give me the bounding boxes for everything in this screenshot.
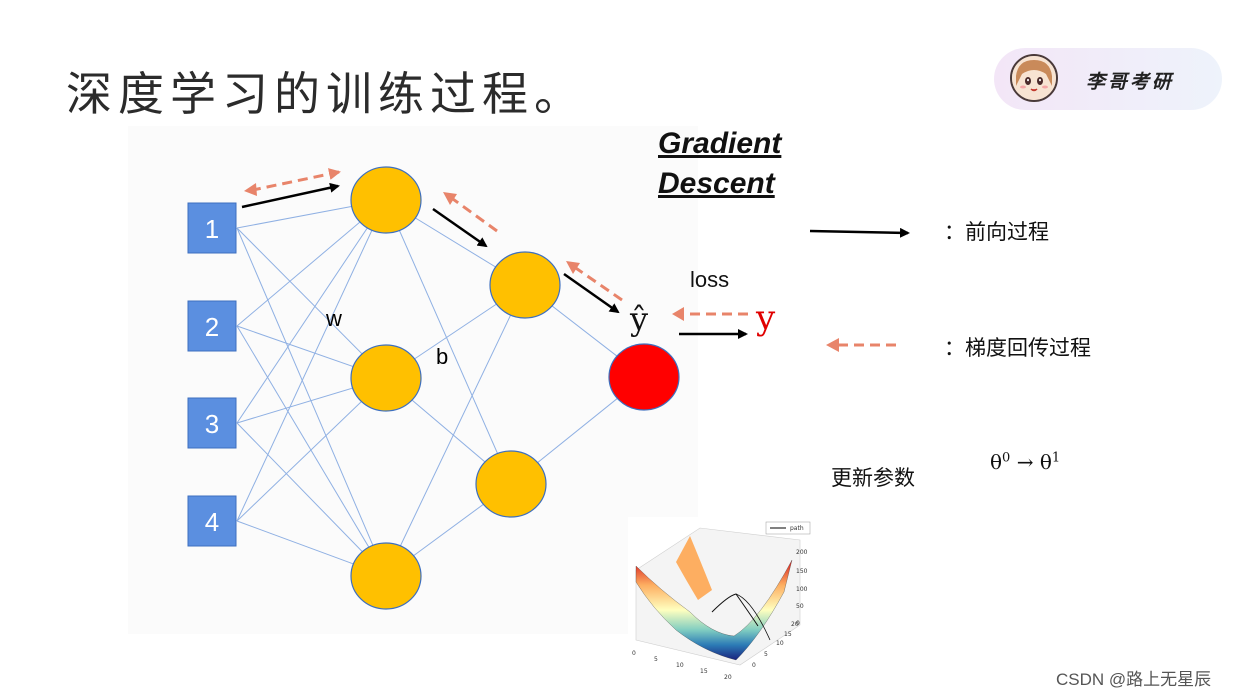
hidden-layer-1 [350, 166, 422, 610]
hidden-node [489, 251, 561, 319]
hidden-node [350, 344, 422, 412]
input-node [187, 397, 237, 449]
input-node-label: 4 [205, 507, 219, 537]
hidden-node [475, 450, 547, 518]
input-node-label: 1 [205, 214, 219, 244]
plot-x-tick: 15 [700, 668, 708, 675]
theta-update-formula: θ0 → θ1 [990, 450, 1061, 474]
update-params-label: 更新参数 [831, 466, 915, 490]
plot-x-tick: 20 [724, 674, 732, 681]
backward-arrows [247, 168, 748, 316]
forward-arrows [241, 182, 748, 339]
legend-backward-arrow-head [826, 338, 839, 352]
plot-y-tick: 15 [784, 631, 792, 638]
legend-forward-label: ：前向过程 [944, 220, 1049, 244]
gradient-descent-line2: Descent [658, 167, 775, 200]
legend-forward-arrow [809, 227, 910, 238]
gradient-descent-line1: Gradient [658, 127, 782, 160]
plot-y-tick: 20 [791, 621, 799, 628]
brand-badge: 李哥考研 [994, 48, 1222, 110]
hidden-layer-2 [475, 251, 561, 518]
weight-label: w [326, 306, 342, 331]
legend-backward-label: ：梯度回传过程 [944, 336, 1091, 360]
input-node [187, 300, 237, 352]
plot-z-tick: 0 [796, 620, 800, 627]
plot-y-tick: 10 [776, 640, 784, 647]
input-node [187, 202, 237, 254]
edges-input-hidden1 [236, 199, 387, 577]
prediction-label: ŷ [630, 300, 649, 338]
hidden-node [350, 542, 422, 610]
input-node [187, 495, 237, 547]
hidden-node [350, 166, 422, 234]
plot-z-tick: 100 [796, 586, 808, 593]
plot-x-tick: 0 [632, 650, 636, 657]
plot-z-tick: 150 [796, 568, 808, 575]
bias-label: b [436, 344, 449, 369]
input-node-label: 3 [205, 409, 219, 439]
slide-title: 深度学习的训练过程。 [66, 67, 586, 121]
plot-z-tick: 50 [796, 603, 804, 610]
gradient-descent-heading: Gradient Descent [658, 124, 781, 204]
loss-label: loss [690, 267, 730, 292]
plot-x-tick: 5 [654, 656, 658, 663]
watermark: CSDN @路上无星辰 [1056, 670, 1212, 689]
plot-y-tick: 5 [764, 651, 768, 658]
brand-name: 李哥考研 [1086, 71, 1175, 93]
output-node [608, 343, 680, 411]
plot-y-tick: 0 [752, 662, 756, 669]
plot-legend-label: path [790, 525, 804, 532]
surface-plot: path 200 150 100 50 0 0 5 10 15 20 0 5 1… [628, 517, 814, 681]
input-nodes: 1 2 3 4 [187, 202, 237, 547]
plot-x-tick: 10 [676, 662, 684, 669]
backward-arrow-heads [244, 183, 684, 321]
anime-avatar-icon [1010, 54, 1058, 102]
target-label: y [756, 298, 776, 338]
input-node-label: 2 [205, 312, 219, 342]
plot-z-tick: 200 [796, 549, 808, 556]
